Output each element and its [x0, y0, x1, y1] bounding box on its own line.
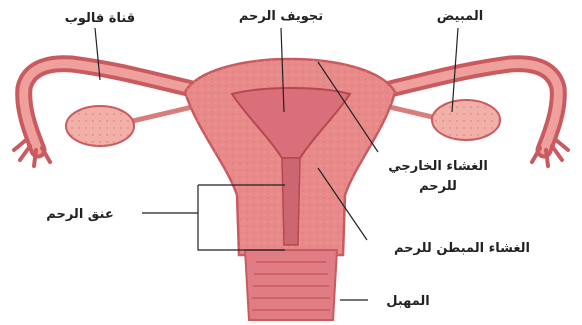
label-vagina: المهبل: [386, 294, 430, 309]
cervical-canal: [282, 158, 300, 245]
label-perimetrium-line1: الغشاء الخارجي: [388, 159, 488, 174]
vagina: [245, 250, 337, 320]
label-cervix: عنق الرحم: [46, 207, 113, 222]
right-ovary: [432, 100, 500, 140]
left-ovary: [66, 106, 134, 146]
label-ovary: المبيض: [437, 9, 483, 24]
label-fallopian-tube: قناة فالوب: [65, 11, 135, 26]
label-uterine-cavity: تجويف الرحم: [239, 9, 323, 24]
label-endometrium: الغشاء المبطن للرحم: [394, 241, 530, 256]
label-perimetrium-line2: للرحم: [419, 179, 457, 194]
